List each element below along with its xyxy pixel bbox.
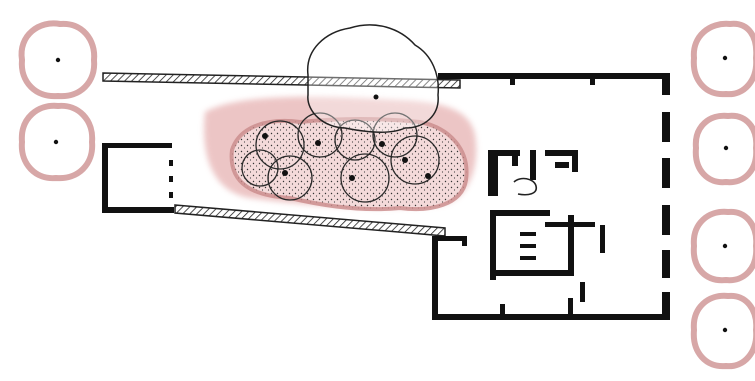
north-hatched-wall	[102, 72, 461, 89]
perimeter-tree-nw	[18, 20, 98, 100]
perimeter-tree-se	[690, 292, 755, 370]
perimeter-tree-ne	[690, 20, 755, 98]
perimeter-tree-w	[18, 102, 96, 182]
main-building	[432, 73, 670, 320]
courtyard-grove	[229, 112, 469, 212]
large-tree	[307, 24, 440, 133]
perimeter-tree-e1	[692, 112, 755, 186]
west-pavilion	[102, 143, 174, 213]
perimeter-tree-e2	[690, 208, 755, 284]
